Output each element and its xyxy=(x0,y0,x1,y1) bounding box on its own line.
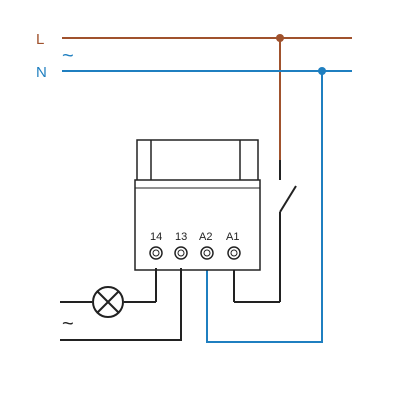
live-line: L xyxy=(36,31,352,160)
terminal-label-14: 14 xyxy=(150,231,162,243)
terminal-14: 14 xyxy=(149,231,163,260)
terminal-A1: A1 xyxy=(226,231,241,260)
terminal-13: 13 xyxy=(174,231,188,260)
neutral-label: N xyxy=(36,64,47,81)
ac-symbol: ~ xyxy=(62,45,74,67)
terminal-label-a1: A1 xyxy=(226,231,239,243)
terminal-A2: A2 xyxy=(199,231,214,260)
lamp-icon xyxy=(92,286,124,318)
switch-icon xyxy=(233,160,297,303)
neutral-line: N ~ xyxy=(36,45,352,343)
terminal-label-a2: A2 xyxy=(199,231,212,243)
terminal-label-13: 13 xyxy=(175,231,187,243)
load-ac-symbol: ~ xyxy=(62,313,74,335)
live-label: L xyxy=(36,31,44,48)
load-circuit: ~ xyxy=(60,268,182,341)
